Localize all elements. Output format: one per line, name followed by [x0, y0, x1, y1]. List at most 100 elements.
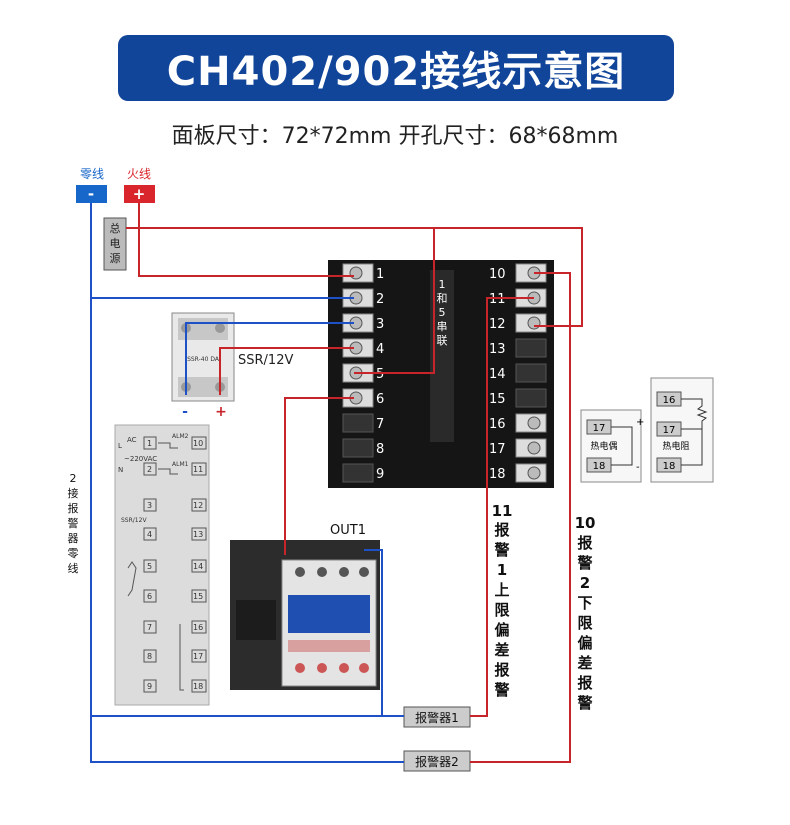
svg-text:9: 9 — [376, 467, 384, 482]
svg-text:1: 1 — [376, 267, 384, 282]
svg-text:17: 17 — [593, 423, 606, 434]
ssr-plus: + — [215, 404, 227, 420]
svg-text:2: 2 — [70, 472, 77, 485]
svg-text:热电阻: 热电阻 — [662, 440, 689, 452]
svg-text:17: 17 — [489, 442, 506, 457]
neutral-wires — [90, 203, 404, 763]
svg-text:报: 报 — [494, 521, 509, 539]
svg-text:18: 18 — [489, 467, 506, 482]
svg-text:零: 零 — [68, 547, 79, 560]
terminal-1: 1 — [342, 263, 384, 283]
series-note-5: 联 — [437, 334, 448, 347]
svg-text:SSR-40 DA: SSR-40 DA — [187, 356, 220, 363]
alarm1-box-label: 报警器1 — [415, 710, 459, 725]
live-tag — [124, 185, 155, 203]
live-wires — [126, 203, 583, 763]
svg-text:AC: AC — [127, 436, 137, 444]
svg-text:16: 16 — [489, 417, 506, 432]
svg-text:16: 16 — [663, 395, 676, 406]
neutral-sign: - — [88, 185, 94, 203]
svg-text:1: 1 — [497, 561, 507, 579]
neutral-tag — [76, 185, 107, 203]
svg-text:7: 7 — [147, 623, 152, 632]
terminal-6: 6 — [342, 388, 384, 408]
terminal-14: 14 — [489, 363, 547, 383]
svg-text:2: 2 — [376, 292, 384, 307]
ssr-minus: - — [182, 404, 188, 420]
svg-text:5: 5 — [147, 562, 152, 571]
svg-text:差: 差 — [577, 654, 592, 672]
terminal-17: 17 — [489, 438, 547, 458]
svg-text:偏: 偏 — [494, 621, 509, 639]
alarm-neutral-note: 2 接 报 警 器 零 线 — [68, 472, 79, 575]
live-label: 火线 — [127, 167, 151, 181]
terminal-16: 16 — [489, 413, 547, 433]
svg-text:上: 上 — [494, 581, 509, 599]
series-note-4: 串 — [437, 320, 448, 333]
svg-text:2: 2 — [147, 465, 152, 474]
svg-text:警: 警 — [493, 541, 509, 559]
svg-text:报: 报 — [68, 501, 79, 515]
rtd-diagram: 16 17 18 热电阻 — [650, 377, 714, 483]
svg-text:17: 17 — [193, 652, 203, 661]
main-power-char-1: 总 — [110, 221, 121, 235]
svg-text:限: 限 — [577, 614, 592, 632]
svg-text:线: 线 — [68, 561, 79, 575]
svg-text:警: 警 — [576, 694, 592, 712]
svg-text:报: 报 — [494, 661, 509, 679]
terminal-8: 8 — [342, 438, 384, 458]
contactor-out1 — [230, 540, 380, 690]
alarm2-box-label: 报警器2 — [415, 754, 459, 769]
terminals-right: 10 11 12 13 14 15 16 17 18 — [489, 263, 547, 483]
main-power-char-3: 源 — [110, 251, 121, 265]
svg-text:4: 4 — [376, 342, 384, 357]
svg-text:13: 13 — [489, 342, 506, 357]
svg-text:-: - — [636, 462, 640, 473]
svg-text:限: 限 — [494, 601, 509, 619]
svg-text:16: 16 — [193, 623, 203, 632]
svg-text:警: 警 — [68, 516, 79, 530]
terminal-13: 13 — [489, 338, 547, 358]
panel-sticker-diagram: AC L N ~220VAC SSR/12V ALM2 ALM1 1 2 3 4… — [114, 424, 210, 706]
svg-text:警: 警 — [576, 554, 592, 572]
svg-text:8: 8 — [147, 652, 152, 661]
svg-text:L: L — [118, 442, 122, 450]
svg-text:热电偶: 热电偶 — [590, 440, 617, 452]
alarm1-note: 11 报 警 1 上 限 偏 差 报 警 — [492, 502, 513, 699]
svg-text:报: 报 — [577, 534, 592, 552]
svg-text:12: 12 — [193, 501, 203, 510]
svg-text:14: 14 — [193, 562, 203, 571]
ssr-module: SSR-40 DA — [171, 312, 235, 402]
svg-text:13: 13 — [193, 530, 203, 539]
series-note-2: 和 — [437, 292, 448, 305]
svg-text:警: 警 — [493, 681, 509, 699]
terminal-7: 7 — [342, 413, 384, 433]
series-note-3: 5 — [439, 306, 446, 319]
page-subtitle: 面板尺寸：72*72mm 开孔尺寸：68*68mm — [171, 124, 619, 149]
svg-text:偏: 偏 — [577, 634, 592, 652]
svg-text:11: 11 — [492, 502, 513, 520]
ssr-label: SSR/12V — [238, 353, 293, 368]
svg-text:接: 接 — [68, 487, 79, 500]
svg-text:17: 17 — [663, 425, 676, 436]
svg-text:11: 11 — [193, 465, 203, 474]
main-power-box — [103, 217, 127, 271]
svg-text:7: 7 — [376, 417, 384, 432]
svg-text:15: 15 — [489, 392, 506, 407]
svg-text:18: 18 — [193, 682, 203, 691]
svg-text:N: N — [118, 466, 123, 474]
svg-text:10: 10 — [489, 267, 506, 282]
live-sign: + — [133, 185, 146, 203]
terminal-12: 12 — [489, 313, 547, 333]
svg-text:18: 18 — [663, 461, 676, 472]
svg-text:18: 18 — [593, 461, 606, 472]
svg-text:6: 6 — [376, 392, 384, 407]
svg-text:5: 5 — [376, 367, 384, 382]
svg-text:1: 1 — [147, 439, 152, 448]
svg-text:~220VAC: ~220VAC — [124, 455, 157, 463]
svg-text:4: 4 — [147, 530, 152, 539]
svg-text:下: 下 — [577, 594, 592, 612]
out1-label: OUT1 — [330, 523, 366, 538]
svg-text:ALM2: ALM2 — [172, 433, 189, 440]
